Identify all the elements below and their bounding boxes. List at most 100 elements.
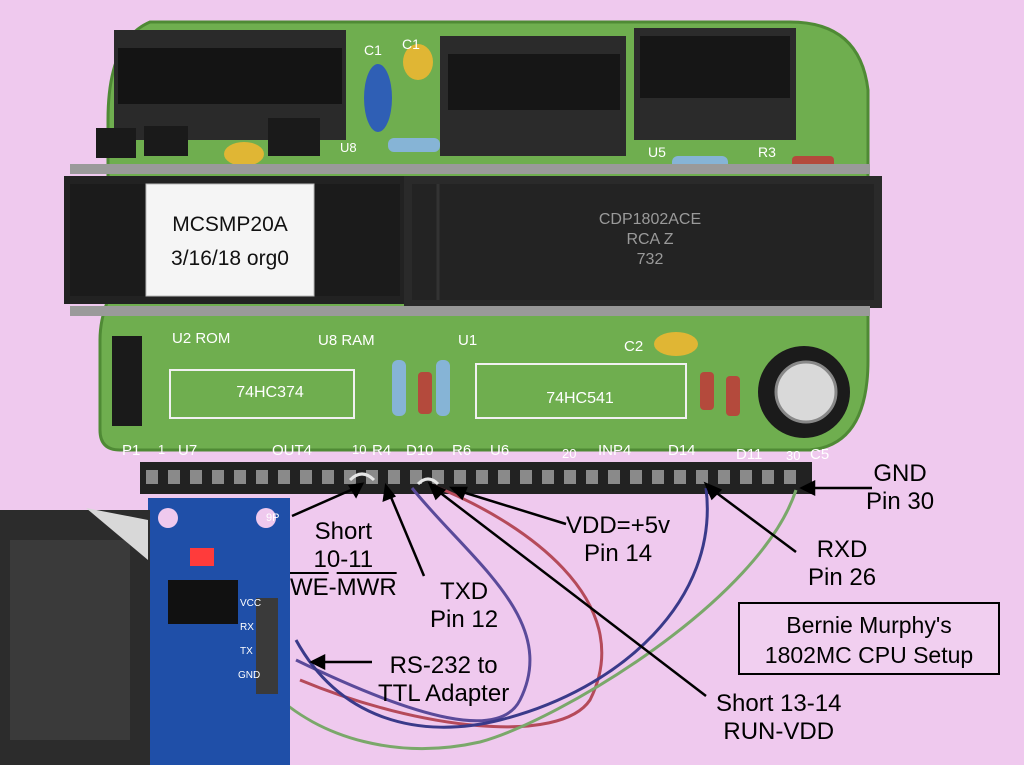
- title-line1: Bernie Murphy's: [786, 612, 952, 638]
- eprom-label: MCSMP20A 3/16/18 org0: [148, 208, 312, 276]
- callout-vdd-line1: VDD=+5v: [566, 512, 671, 539]
- header-pin: [498, 470, 510, 484]
- d10-diode: [418, 372, 432, 414]
- silk-u7: U7: [178, 442, 198, 459]
- callout-short-10-11: Short 10-11 WE-MWR: [290, 518, 397, 602]
- header-pin: [234, 470, 246, 484]
- d14-diode: [700, 372, 714, 410]
- silk-d10: D10: [406, 442, 434, 459]
- header-pin: [146, 470, 158, 484]
- callout-rxd: RXD Pin 26: [808, 536, 876, 592]
- header-pin: [520, 470, 532, 484]
- adapter-vcc-mark: VCC: [240, 598, 262, 609]
- callout-vdd: VDD=+5v Pin 14: [566, 512, 670, 568]
- silk-r4: R4: [372, 442, 392, 459]
- wire-purple: [295, 487, 532, 723]
- silk-out4: OUT4: [272, 442, 313, 459]
- callout-rxd-line1: RXD: [816, 536, 868, 563]
- top-right-ic: [634, 28, 796, 140]
- callout-we-signal: WE: [290, 574, 329, 601]
- callout-arrows: [291, 479, 872, 697]
- header-pins: [146, 470, 796, 484]
- eprom-label-line1: MCSMP20A: [172, 213, 288, 236]
- callout-rs232-line1: RS-232 to: [389, 652, 498, 679]
- silk-num-1: 1: [158, 442, 166, 457]
- jumper-wire-2: [416, 477, 440, 486]
- silk-r3: R3: [758, 144, 776, 160]
- silk-u3: U8: [340, 140, 357, 155]
- latch-chip-label: 74HC374: [236, 384, 304, 401]
- silk-d14: D14: [668, 442, 696, 459]
- left-header: [112, 336, 142, 426]
- r6-resistor: [436, 360, 450, 416]
- header-pin: [608, 470, 620, 484]
- silk-c1b: C1: [402, 36, 420, 52]
- header-pin: [168, 470, 180, 484]
- header-pin: [212, 470, 224, 484]
- header-pin: [696, 470, 708, 484]
- header-pin: [454, 470, 466, 484]
- silk-u1: U1: [458, 332, 478, 349]
- d11-diode: [726, 376, 740, 416]
- jumper-b: [144, 126, 188, 156]
- adapter-gnd-mark: GND: [238, 670, 261, 681]
- tantalum-capacitor: [224, 142, 264, 166]
- silk-d11: D11: [736, 446, 763, 463]
- header-pin: [410, 470, 422, 484]
- wire-green: [268, 489, 798, 750]
- header-pin: [300, 470, 312, 484]
- wire-blue: [294, 487, 709, 729]
- jumper-c: [268, 118, 320, 156]
- callout-mwr-signal: MWR: [336, 574, 397, 601]
- header-pin: [476, 470, 488, 484]
- callout-short-10-11-line1: Short: [314, 518, 373, 545]
- silk-num-10: 10: [352, 442, 367, 457]
- adapter-rx-mark: RX: [240, 622, 254, 633]
- header-pin: [674, 470, 686, 484]
- cpu-marking: CDP1802ACE RCA Z 732: [560, 210, 740, 270]
- callout-gnd-line1: GND: [873, 460, 927, 487]
- header-pin: [322, 470, 334, 484]
- adapter-tx-mark: TX: [240, 646, 253, 657]
- silk-c5: C5: [810, 446, 830, 463]
- silk-u5: U5: [648, 144, 666, 160]
- header-pin: [278, 470, 290, 484]
- header-pin: [388, 470, 400, 484]
- callout-gnd: GND Pin 30: [866, 460, 934, 516]
- callout-short-13-14-line2: RUN-VDD: [723, 718, 835, 745]
- callout-rs232: RS-232 to TTL Adapter: [378, 652, 509, 708]
- eprom-chip: [64, 176, 406, 304]
- callout-short-10-11-line3: WE-MWR: [290, 574, 397, 602]
- silk-r6: R6: [452, 442, 472, 459]
- c1-blue-capacitor: [364, 64, 392, 132]
- callout-signal-dash: -: [328, 574, 337, 601]
- callout-txd-line2: Pin 12: [430, 606, 499, 633]
- title-box: Bernie Murphy's 1802MC CPU Setup: [738, 602, 1000, 675]
- header-pin: [190, 470, 202, 484]
- silk-u2: U2 ROM: [172, 330, 231, 347]
- silk-p1: P1: [122, 442, 141, 459]
- header-pin: [652, 470, 664, 484]
- header-pin: [564, 470, 576, 484]
- cpu-marking-line2: RCA Z: [626, 231, 674, 248]
- eprom-label-line2: 3/16/18 org0: [171, 247, 289, 270]
- top-resistor: [388, 138, 440, 152]
- c1-yellow-capacitor: [403, 44, 433, 80]
- header-pin: [542, 470, 554, 484]
- silk-inp4: INP4: [598, 442, 632, 459]
- callout-rxd-line2: Pin 26: [808, 564, 877, 591]
- wire-red: [299, 484, 604, 729]
- header-pin: [762, 470, 774, 484]
- header-pin: [344, 470, 356, 484]
- wires: [268, 472, 798, 750]
- rs232-adapter-board: [148, 498, 290, 765]
- silk-u6: U6: [490, 442, 510, 459]
- cpu-marking-line1: CDP1802ACE: [598, 211, 702, 228]
- callout-rs232-line2: TTL Adapter: [378, 680, 510, 707]
- header-pin: [784, 470, 796, 484]
- header-pin: [256, 470, 268, 484]
- callout-txd: TXD Pin 12: [430, 578, 498, 634]
- c2-capacitor: [654, 332, 698, 356]
